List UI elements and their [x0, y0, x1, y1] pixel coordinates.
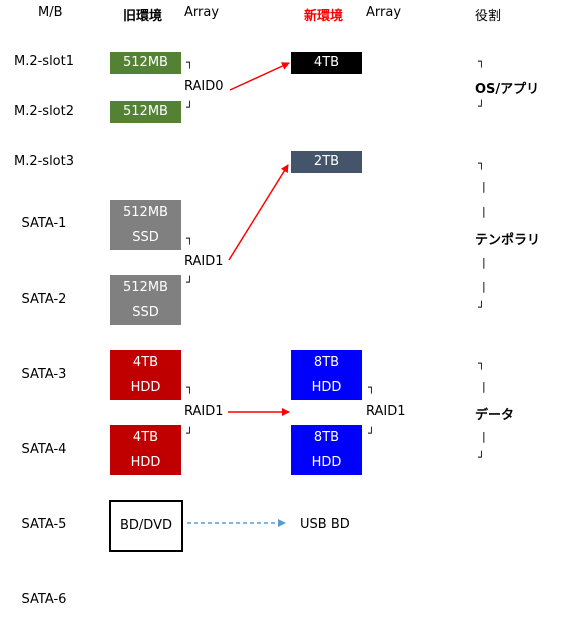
bracket-old-raid0-top: ┐ [186, 56, 193, 69]
old-drive-m2-1: 512MB [110, 52, 181, 74]
array-old-raid1-hdd: RAID1 [184, 404, 224, 419]
old-drive-sata-1: 512MB SSD [110, 200, 181, 250]
arrow-raid1-ssd-to-2tb [228, 164, 289, 261]
bracket-role-data-mid-1: | [482, 380, 486, 393]
old-drive-sata-3-type: HDD [130, 380, 161, 395]
old-drive-sata-5-label: BD/DVD [120, 518, 172, 533]
header-old-environment: 旧環境 [123, 9, 163, 24]
role-temporary: テンポラリ [475, 233, 541, 248]
old-drive-sata-3-capacity: 4TB [132, 355, 159, 370]
new-drive-sata-5-usb-bd: USB BD [300, 517, 350, 532]
bracket-role-os-bottom: ┘ [478, 100, 485, 113]
old-drive-sata-3: 4TB HDD [110, 350, 181, 400]
old-drive-sata-4-capacity: 4TB [132, 430, 159, 445]
header-new-environment: 新環境 [304, 9, 344, 24]
old-drive-m2-1-capacity: 512MB [123, 55, 168, 70]
new-drive-sata-4: 8TB HDD [291, 425, 362, 475]
new-drive-sata-4-type: HDD [311, 455, 342, 470]
old-drive-sata-1-type: SSD [132, 230, 159, 245]
header-mb: M/B [38, 5, 63, 20]
slot-label-m2-2: M.2-slot2 [13, 104, 75, 119]
old-drive-sata-2-capacity: 512MB [123, 280, 168, 295]
new-drive-m2-3-capacity: 2TB [313, 154, 340, 169]
bracket-role-temp-top: ┐ [478, 157, 485, 170]
old-drive-sata-4: 4TB HDD [110, 425, 181, 475]
bracket-role-data-mid-2: | [482, 430, 486, 443]
header-array-old: Array [184, 5, 220, 20]
bracket-old-raid1-ssd-bottom: ┘ [186, 276, 193, 289]
slot-label-sata-3: SATA-3 [21, 367, 67, 382]
slot-label-sata-4: SATA-4 [21, 442, 67, 457]
old-drive-m2-2: 512MB [110, 101, 181, 123]
bracket-old-raid0-bottom: ┘ [186, 101, 193, 114]
old-drive-m2-2-capacity: 512MB [123, 104, 168, 119]
new-drive-m2-3: 2TB [291, 151, 362, 173]
old-drive-sata-4-type: HDD [130, 455, 161, 470]
bracket-old-raid1-ssd-top: ┐ [186, 232, 193, 245]
header-array-new: Array [366, 5, 402, 20]
bracket-role-temp-bottom: ┘ [478, 301, 485, 314]
array-old-raid0: RAID0 [184, 79, 224, 94]
bracket-old-raid1-hdd-bottom: ┘ [186, 427, 193, 440]
slot-label-sata-6: SATA-6 [21, 592, 67, 607]
bracket-role-temp-mid-1: | [482, 180, 486, 193]
bracket-new-raid1-bottom: ┘ [368, 427, 375, 440]
old-drive-sata-5: BD/DVD [109, 500, 183, 552]
slot-label-m2-1: M.2-slot1 [13, 54, 75, 69]
new-drive-m2-1: 4TB [291, 52, 362, 74]
new-drive-sata-3-type: HDD [311, 380, 342, 395]
role-os-app: OS/アプリ [475, 82, 540, 97]
arrow-raid0-to-4tb [229, 62, 290, 91]
old-drive-sata-2-type: SSD [132, 305, 159, 320]
role-data: データ [475, 408, 515, 423]
array-new-raid1-hdd: RAID1 [366, 404, 406, 419]
bracket-role-temp-mid-2: | [482, 205, 486, 218]
bracket-role-data-top: ┐ [478, 357, 485, 370]
bracket-role-temp-mid-3: | [482, 256, 486, 269]
slot-label-m2-3: M.2-slot3 [13, 154, 75, 169]
new-drive-sata-4-capacity: 8TB [313, 430, 340, 445]
header-role: 役割 [475, 9, 502, 24]
new-drive-m2-1-capacity: 4TB [313, 55, 340, 70]
old-drive-sata-1-capacity: 512MB [123, 205, 168, 220]
new-drive-sata-3: 8TB HDD [291, 350, 362, 400]
bracket-role-temp-mid-4: | [482, 280, 486, 293]
slot-label-sata-5: SATA-5 [21, 517, 67, 532]
bracket-role-os-top: ┐ [478, 55, 485, 68]
array-old-raid1-ssd: RAID1 [184, 254, 224, 269]
slot-label-sata-1: SATA-1 [21, 216, 67, 231]
bracket-new-raid1-top: ┐ [368, 381, 375, 394]
bracket-role-data-bottom: ┘ [478, 451, 485, 464]
old-drive-sata-2: 512MB SSD [110, 275, 181, 325]
new-drive-sata-3-capacity: 8TB [313, 355, 340, 370]
bracket-old-raid1-hdd-top: ┐ [186, 381, 193, 394]
slot-label-sata-2: SATA-2 [21, 292, 67, 307]
